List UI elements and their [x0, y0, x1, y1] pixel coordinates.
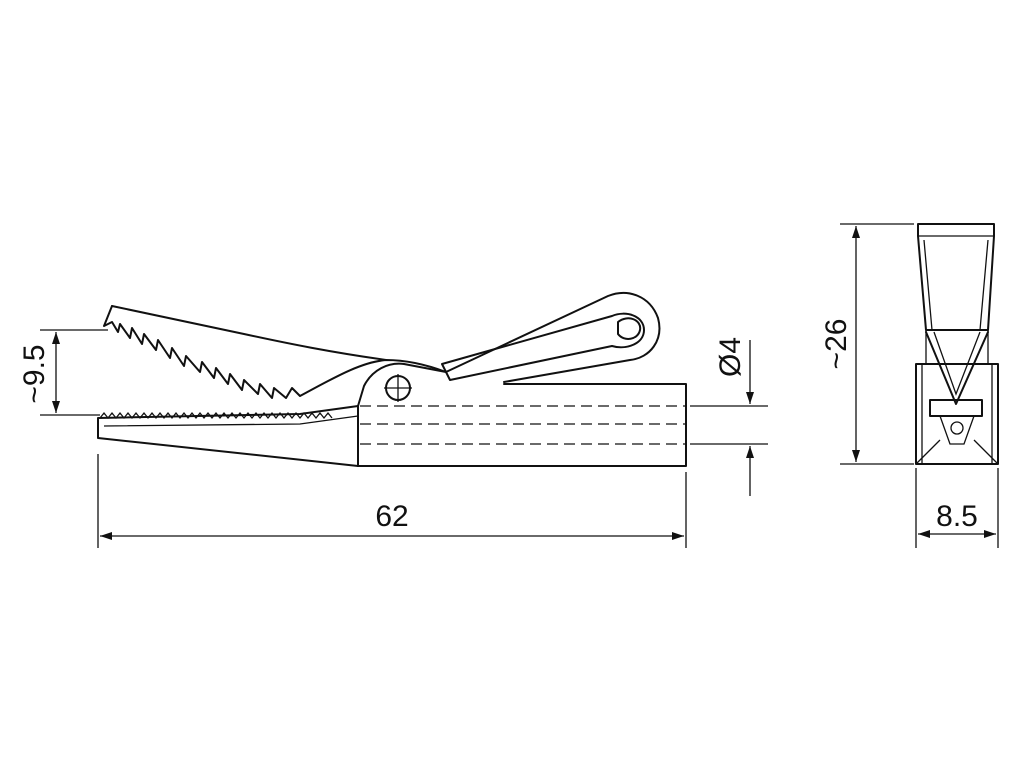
jaw-opening-label: ~9.5 — [18, 344, 51, 403]
dimension-jaw-opening: ~9.5 — [18, 329, 108, 416]
height-label: ~26 — [820, 319, 853, 370]
dimension-socket-diameter: Ø4 — [690, 337, 768, 496]
lower-jaw-inner-edge — [103, 415, 359, 427]
upper-jaw-top-edge — [111, 305, 387, 361]
clip-front-view — [915, 223, 999, 465]
lever-slot — [441, 312, 645, 381]
upper-jaw — [103, 292, 661, 399]
front-jaw-v-inner — [933, 331, 981, 396]
front-upper-part — [917, 223, 995, 331]
width-label: 8.5 — [936, 500, 978, 533]
lower-jaw-teeth — [99, 411, 333, 420]
socket-diameter-label: Ø4 — [714, 337, 747, 377]
front-spring — [939, 415, 975, 445]
socket-body — [357, 362, 687, 467]
front-lower-part — [915, 363, 999, 465]
length-label: 62 — [375, 500, 408, 533]
dimension-height: ~26 — [820, 223, 914, 465]
clip-side-view — [97, 292, 687, 467]
front-inner-walls — [921, 364, 993, 464]
dimension-length: 62 — [97, 454, 687, 548]
front-pivot-block — [929, 399, 983, 417]
lever-eye — [617, 317, 642, 340]
dimension-width: 8.5 — [915, 468, 999, 548]
front-jaw-v — [925, 331, 989, 405]
front-rivet — [950, 421, 964, 435]
front-side-edges — [923, 239, 989, 331]
front-base-lines — [915, 439, 999, 465]
front-neck — [925, 330, 989, 364]
